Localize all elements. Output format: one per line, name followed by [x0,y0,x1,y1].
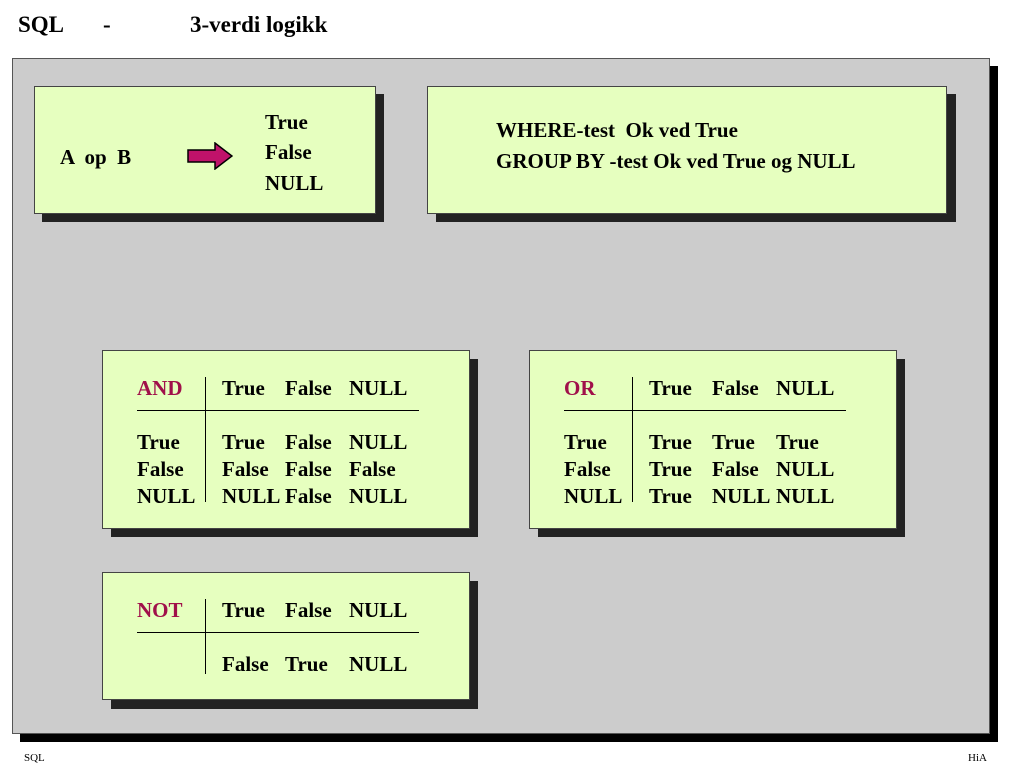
and-cell: NULL [349,430,408,454]
not-horizontal-rule [137,632,419,633]
and-cell: True [222,430,265,454]
or-cell: NULL [776,457,835,481]
footer-right: HiA [968,752,987,764]
slide-title: 3-verdi logikk [190,12,328,37]
and-cell: False [349,457,396,481]
or-cell: True [649,484,692,508]
or-row-label: NULL [564,484,623,508]
slide-title-dash: - [103,12,111,37]
op-result-false: False [265,140,312,164]
not-header: NOT [137,598,183,622]
not-col-null: NULL [349,598,408,622]
and-row-label: True [137,430,180,454]
or-cell: True [649,430,692,454]
and-horizontal-rule [137,410,419,411]
and-col-false: False [285,376,332,400]
or-cell: NULL [712,484,771,508]
slide-title-left: SQL [18,12,65,37]
and-cell: False [222,457,269,481]
or-vertical-rule [632,377,633,502]
and-col-null: NULL [349,376,408,400]
and-row-label: False [137,457,184,481]
and-cell: False [285,430,332,454]
or-row-label: False [564,457,611,481]
groupby-line: GROUP BY -test Ok ved True og NULL [496,149,856,173]
op-expression: A op B [60,145,132,169]
not-result: NULL [349,652,408,676]
and-vertical-rule [205,377,206,502]
and-row-label: NULL [137,484,196,508]
and-cell: NULL [349,484,408,508]
and-header: AND [137,376,183,400]
not-result: False [222,652,269,676]
or-table: OR True False NULL True True True True F… [529,350,897,529]
not-table: NOT True False NULL False True NULL [102,572,470,700]
op-result-true: True [265,110,308,134]
not-vertical-rule [205,599,206,674]
or-cell: NULL [776,484,835,508]
and-col-true: True [222,376,265,400]
not-col-true: True [222,598,265,622]
or-col-false: False [712,376,759,400]
or-cell: False [712,457,759,481]
or-header: OR [564,376,596,400]
right-arrow-icon [187,142,233,170]
not-result: True [285,652,328,676]
op-box: A op B True False NULL [34,86,376,214]
and-cell: NULL [222,484,281,508]
or-col-null: NULL [776,376,835,400]
op-result-null: NULL [265,171,324,195]
or-cell: True [649,457,692,481]
where-line: WHERE-test Ok ved True [496,118,738,142]
or-row-label: True [564,430,607,454]
or-cell: True [776,430,819,454]
where-box: WHERE-test Ok ved True GROUP BY -test Ok… [427,86,947,214]
not-col-false: False [285,598,332,622]
or-col-true: True [649,376,692,400]
or-cell: True [712,430,755,454]
footer-left: SQL [24,752,45,764]
and-cell: False [285,457,332,481]
or-horizontal-rule [564,410,846,411]
and-table: AND True False NULL True True False NULL… [102,350,470,529]
and-cell: False [285,484,332,508]
